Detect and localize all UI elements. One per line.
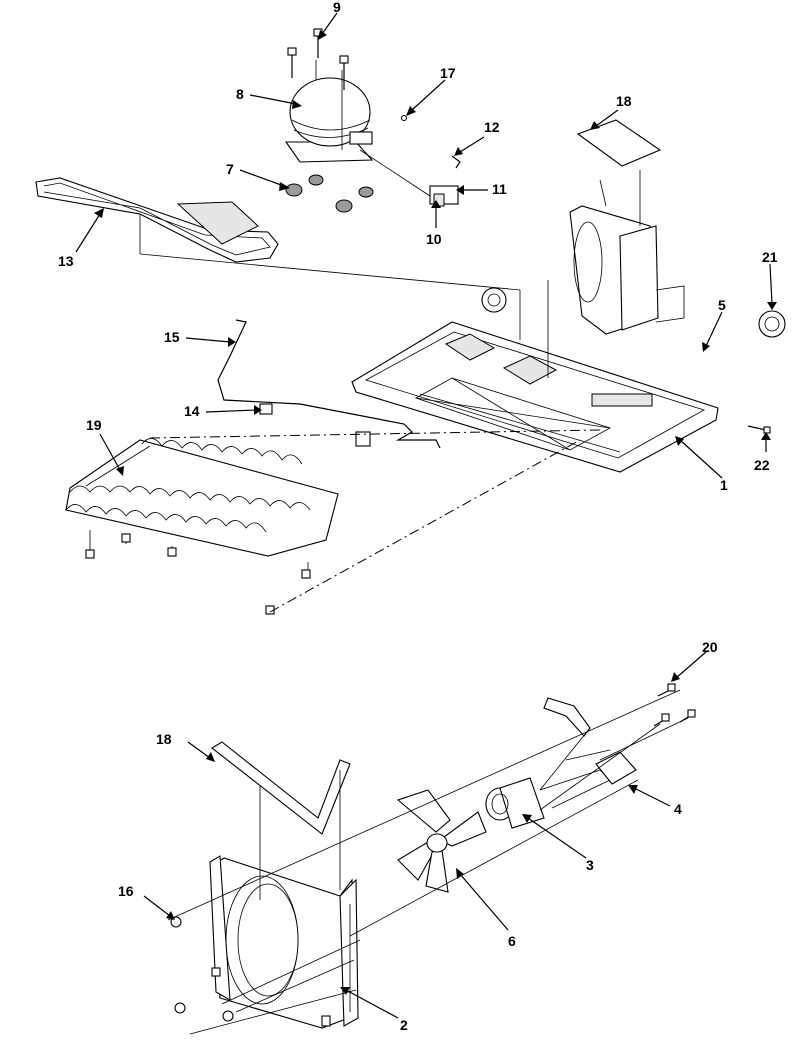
compressor — [284, 60, 374, 163]
label-16: 16 — [118, 883, 134, 899]
label-11: 11 — [492, 181, 507, 197]
label-9: 9 — [333, 0, 341, 15]
label-6: 6 — [508, 933, 516, 949]
label-4: 4 — [674, 801, 682, 817]
label-21: 21 — [762, 249, 778, 265]
alignment-lines — [149, 429, 601, 613]
label-18-top: 18 — [616, 93, 632, 109]
label-17: 17 — [440, 65, 456, 81]
label-2: 2 — [400, 1017, 408, 1033]
relay-overload — [359, 114, 461, 207]
label-18-bottom: 18 — [156, 731, 172, 747]
fan-motor — [485, 769, 611, 829]
label-10: 10 — [426, 231, 442, 247]
label-15: 15 — [164, 329, 180, 345]
motor-bracket — [539, 697, 637, 791]
label-8: 8 — [236, 86, 244, 102]
drain-pan — [35, 177, 279, 263]
fan-shroud — [209, 855, 359, 1029]
compressor-screws — [287, 28, 349, 90]
screw-22 — [747, 425, 771, 434]
fan-bracket — [211, 741, 351, 900]
label-14: 14 — [184, 403, 200, 419]
fan-shroud-top — [569, 119, 685, 335]
label-20: 20 — [702, 639, 718, 655]
label-12: 12 — [484, 119, 500, 135]
label-22: 22 — [754, 457, 770, 473]
base-plate — [139, 236, 719, 473]
label-13: 13 — [58, 253, 74, 269]
part-labels: 9 8 7 17 12 11 10 18 13 21 5 15 14 19 1 … — [58, 0, 778, 1033]
wheels — [481, 287, 786, 338]
condenser-coil — [65, 438, 339, 615]
assembly-lines — [167, 689, 689, 1035]
label-5: 5 — [718, 297, 726, 313]
coil-loops — [65, 438, 311, 533]
grommets — [285, 174, 374, 213]
leader-lines — [75, 12, 777, 1019]
fan-blade — [396, 789, 487, 893]
tube-assembly — [217, 319, 441, 449]
label-1: 1 — [720, 477, 728, 493]
label-19: 19 — [86, 417, 102, 433]
label-3: 3 — [586, 857, 594, 873]
label-7: 7 — [226, 161, 234, 177]
